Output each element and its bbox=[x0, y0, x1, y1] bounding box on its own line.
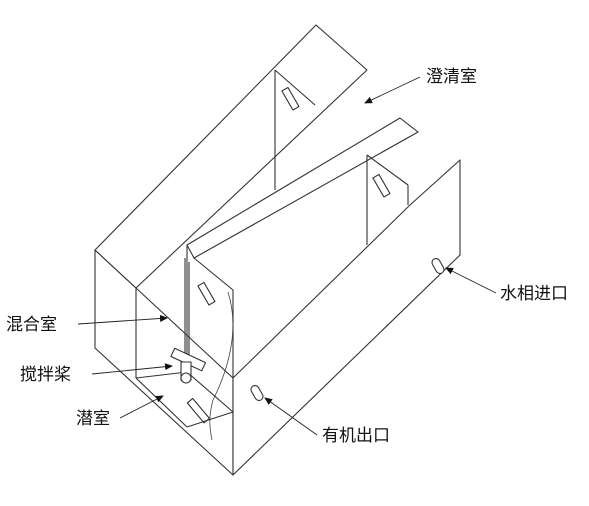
aqueous-inlet-leader bbox=[445, 267, 497, 294]
tank-left-face bbox=[94, 249, 234, 476]
submerged-chamber-front bbox=[135, 377, 188, 428]
tank-body bbox=[94, 24, 461, 476]
submerged-slot bbox=[186, 397, 210, 424]
stirring-paddle-label: 搅拌桨 bbox=[20, 365, 71, 385]
aqueous-inlet-label: 水相进口 bbox=[500, 284, 568, 304]
organic-outlet-label: 有机出口 bbox=[322, 426, 390, 446]
aqueous-inlet-nozzle bbox=[431, 257, 445, 275]
mixing-chamber-label: 混合室 bbox=[6, 315, 57, 335]
submerged-chamber-edge bbox=[186, 411, 234, 428]
stirring-paddle-shape bbox=[170, 258, 207, 384]
tank-right-face bbox=[232, 159, 461, 476]
tank-top-left-rim bbox=[94, 24, 368, 289]
organic-outlet-nozzle bbox=[250, 384, 264, 402]
submerged-chamber-label: 潜室 bbox=[76, 409, 110, 429]
submerged-chamber-leader bbox=[119, 395, 164, 419]
stirring-paddle-leader bbox=[91, 363, 173, 375]
mixing-chamber-leader bbox=[77, 314, 168, 325]
partition-top bbox=[186, 117, 419, 259]
partition-front-edge bbox=[193, 257, 234, 378]
clarifier-slot bbox=[281, 86, 300, 111]
clarifier-label: 澄清室 bbox=[426, 67, 477, 87]
right-chamber-top-edge bbox=[366, 154, 409, 186]
clarifier-leader bbox=[364, 76, 421, 104]
mixing-slot bbox=[197, 281, 216, 306]
right-chamber-slot bbox=[372, 173, 391, 198]
clarifier-back-edge bbox=[274, 69, 316, 106]
organic-outlet-leader bbox=[264, 397, 318, 436]
